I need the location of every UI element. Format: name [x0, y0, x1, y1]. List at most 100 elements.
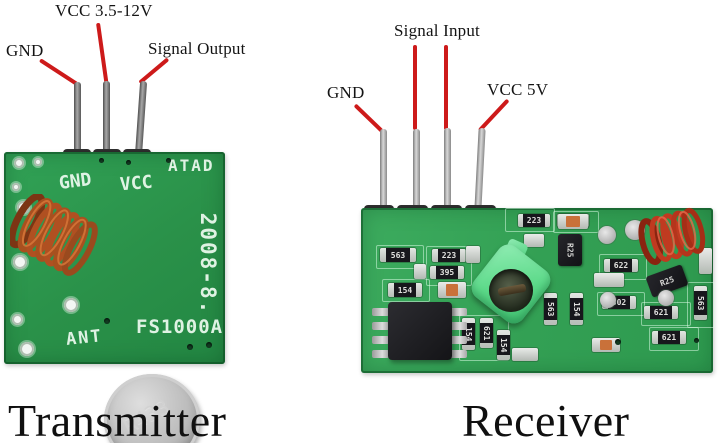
smd-label: 154 [393, 283, 417, 297]
tx-via [104, 318, 110, 324]
rx-ic-leg [372, 308, 389, 316]
rx-ic-leg [450, 308, 467, 316]
smd-label: 223 [437, 249, 461, 262]
rx-smd-resistor: 621 [652, 331, 686, 344]
rx-padbox [687, 282, 715, 328]
tx-silk-model: FS1000A [136, 316, 224, 338]
tx-hole [13, 255, 27, 269]
rx-capacitor [524, 234, 544, 247]
tx-silk-date: 2008-8. [196, 212, 220, 316]
rx-smd-resistor: 563 [380, 248, 416, 262]
rx-pad [598, 226, 616, 244]
receiver-caption: Receiver [462, 395, 630, 443]
rx-ic-leg [450, 336, 467, 344]
rx-coil [638, 207, 706, 266]
smd-label: 621 [657, 331, 681, 344]
rx-pin-data1 [413, 129, 420, 217]
rx-pin-data2 [444, 128, 451, 217]
rx-ic-leg [372, 350, 389, 358]
rx-smd-resistor: 621 [644, 306, 678, 319]
smd-label: 622 [609, 259, 633, 272]
smd-label: 223 [523, 214, 545, 227]
rx-padbox [382, 279, 430, 302]
rx-ic-leg [372, 336, 389, 344]
rx-signal-label: Signal Input [394, 21, 480, 40]
rx-gnd-label: GND [327, 83, 365, 102]
rx-vcc-leader-line [477, 98, 510, 133]
rx-smd-resistor: 622 [604, 259, 638, 272]
rx-capacitor [466, 246, 480, 263]
tx-gnd-label: GND [6, 41, 44, 60]
smd-label: 563 [386, 248, 410, 262]
tx-hole [12, 314, 23, 325]
rx-smd-resistor: 154 [570, 293, 583, 325]
rx-capacitor [592, 338, 620, 352]
tx-via [126, 160, 131, 165]
rx-smd-resistor: 395 [430, 266, 464, 279]
smd-label: 563 [544, 298, 557, 320]
rx-padbox [376, 245, 424, 269]
tx-silk-vcc: VCC [119, 171, 154, 196]
rx-capacitor [699, 248, 712, 274]
smd-label: 621 [480, 322, 493, 344]
rx-ic-leg [450, 322, 467, 330]
rx-signal-leader-line-2 [444, 45, 448, 130]
rx-padbox [505, 208, 555, 232]
rx-smd-resistor: 621 [480, 318, 493, 348]
tx-hole [20, 342, 34, 356]
transmitter-caption: Transmitter [8, 395, 227, 443]
smd-label: 563 [694, 291, 707, 315]
tx-via [166, 158, 171, 163]
rx-smd-resistor: 223 [518, 214, 550, 227]
transistor-label: R25 [565, 242, 575, 258]
rx-gnd-leader-line [353, 103, 384, 133]
tx-hole [14, 158, 24, 168]
rx-capacitor [558, 214, 588, 229]
rx-smd-resistor: 154 [388, 283, 422, 297]
rx-capacitor [512, 348, 538, 361]
tx-silk-gnd: GND [57, 169, 93, 194]
rx-capacitor [414, 264, 426, 279]
tx-signal-label: Signal Output [148, 39, 246, 58]
tx-pin-gnd [74, 82, 81, 168]
tx-hole [34, 158, 42, 166]
rx-vcc-label: VCC 5V [487, 80, 549, 99]
tx-vcc-leader-line [96, 22, 109, 83]
tx-via [206, 342, 212, 348]
rx-capacitor [594, 273, 624, 287]
rx-ic-leg [372, 322, 389, 330]
smd-label: 154 [570, 298, 583, 320]
tx-saw-resonator: R433 [104, 374, 200, 443]
rx-signal-leader-line-1 [413, 45, 417, 130]
tx-via [99, 158, 104, 163]
tx-hole [12, 183, 20, 191]
rx-decoder-ic [388, 302, 452, 360]
rx-smd-resistor: 223 [432, 249, 466, 262]
rx-padbox [553, 211, 599, 233]
rx-via [615, 339, 621, 345]
tx-hole [64, 298, 78, 312]
rx-padbox [597, 292, 645, 316]
rx-pin-gnd [380, 129, 387, 217]
rx-pad [658, 290, 674, 306]
tx-via [187, 344, 193, 350]
smd-label: 154 [497, 334, 510, 356]
tx-silk-atad: ATAD [168, 156, 215, 175]
rx-smd-resistor: 154 [497, 330, 510, 360]
rx-pin-vcc [474, 127, 486, 218]
smd-label: 621 [649, 306, 673, 319]
rx-ic-leg [450, 350, 467, 358]
tx-gnd-leader-line [38, 58, 79, 87]
tx-pin-vcc [103, 81, 110, 169]
tx-vcc-label: VCC 3.5-12V [55, 1, 153, 20]
tx-antenna-coil [10, 194, 98, 276]
rx-transistor: R25 [558, 234, 582, 266]
rx-via [694, 338, 699, 343]
transmitter-module: ATAD GND VCC 2008-8. FS1000A ANT [4, 152, 225, 443]
transistor-label: R25 [658, 274, 676, 288]
rx-smd-resistor: 563 [694, 286, 707, 320]
rx-capacitor [438, 282, 466, 298]
rx-pad [600, 292, 616, 308]
smd-label: 395 [435, 266, 459, 279]
